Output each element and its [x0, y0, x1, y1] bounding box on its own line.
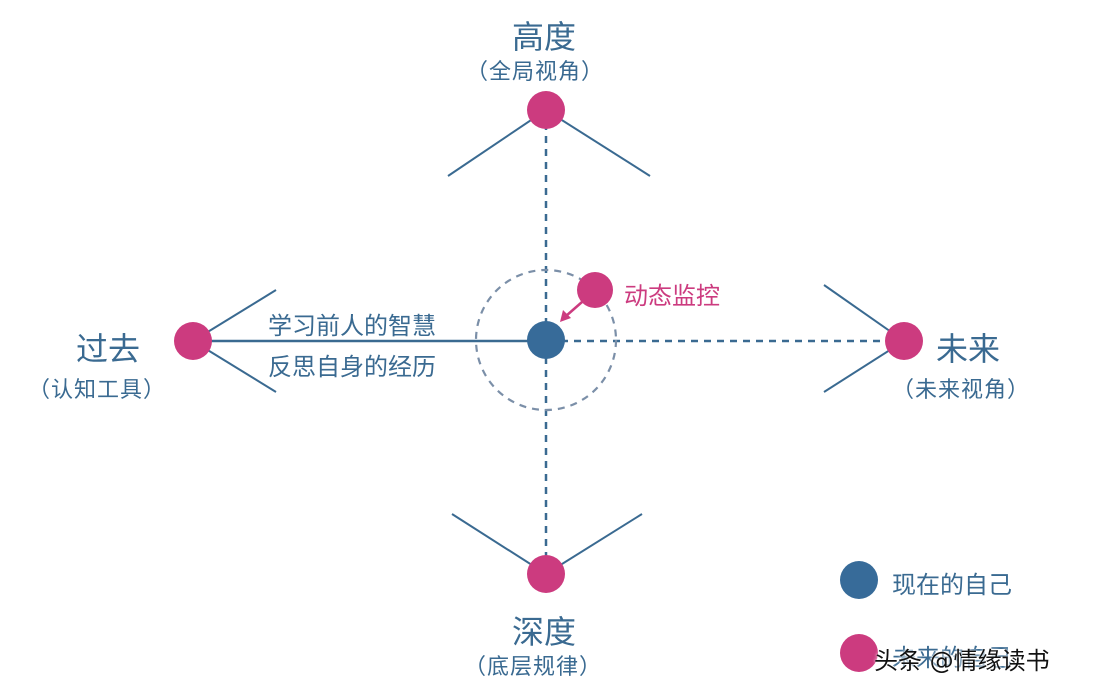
legend-second-label: 未来的自己 [892, 644, 1012, 672]
bottom-subtitle: （底层规律） [464, 655, 603, 680]
top-subtitle: （全局视角） [466, 60, 605, 85]
top-title: 高度 [512, 18, 577, 56]
legend-dot-blue [840, 561, 878, 599]
right-subtitle: （未来视角） [892, 378, 1031, 403]
monitor-arrowhead [560, 310, 571, 322]
top-node [527, 91, 565, 129]
monitoring-ring [474, 268, 618, 412]
bottom-title: 深度 [512, 613, 577, 651]
left-node [174, 322, 212, 360]
legend-present-self-label: 现在的自己 [892, 571, 1012, 599]
legend-dot-pink [840, 634, 878, 672]
center-node-present-self [527, 321, 565, 359]
right-node [885, 322, 923, 360]
left-arm-text-upper: 学习前人的智慧 [268, 312, 436, 340]
bottom-node [527, 555, 565, 593]
left-arm-text-lower: 反思自身的经历 [268, 353, 436, 381]
right-title: 未来 [936, 330, 1001, 368]
left-title: 过去 [76, 330, 141, 368]
monitor-node [577, 272, 613, 308]
watermark: 头条 @情缘读书 [874, 647, 1050, 675]
monitor-arrow-line [565, 301, 583, 317]
top-wing-left [447, 109, 547, 177]
left-subtitle: （认知工具） [28, 378, 167, 403]
monitor-label: 动态监控 [624, 282, 720, 310]
top-wing-right [545, 109, 651, 177]
